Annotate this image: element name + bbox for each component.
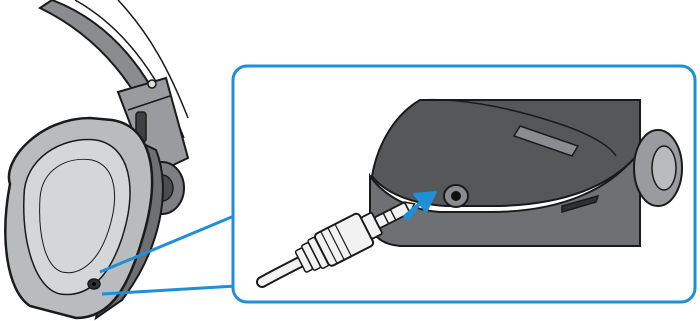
zoomed-earcup-detail xyxy=(369,98,683,247)
callout-leader xyxy=(99,214,237,296)
headphone-jack-icon xyxy=(443,184,469,208)
housing-top xyxy=(370,99,641,207)
earcup xyxy=(4,116,154,320)
insertion-arrow-icon xyxy=(403,191,437,221)
headphone-jack-icon xyxy=(87,278,101,290)
headphones-icon xyxy=(4,0,190,321)
audio-plug-icon xyxy=(256,201,416,288)
